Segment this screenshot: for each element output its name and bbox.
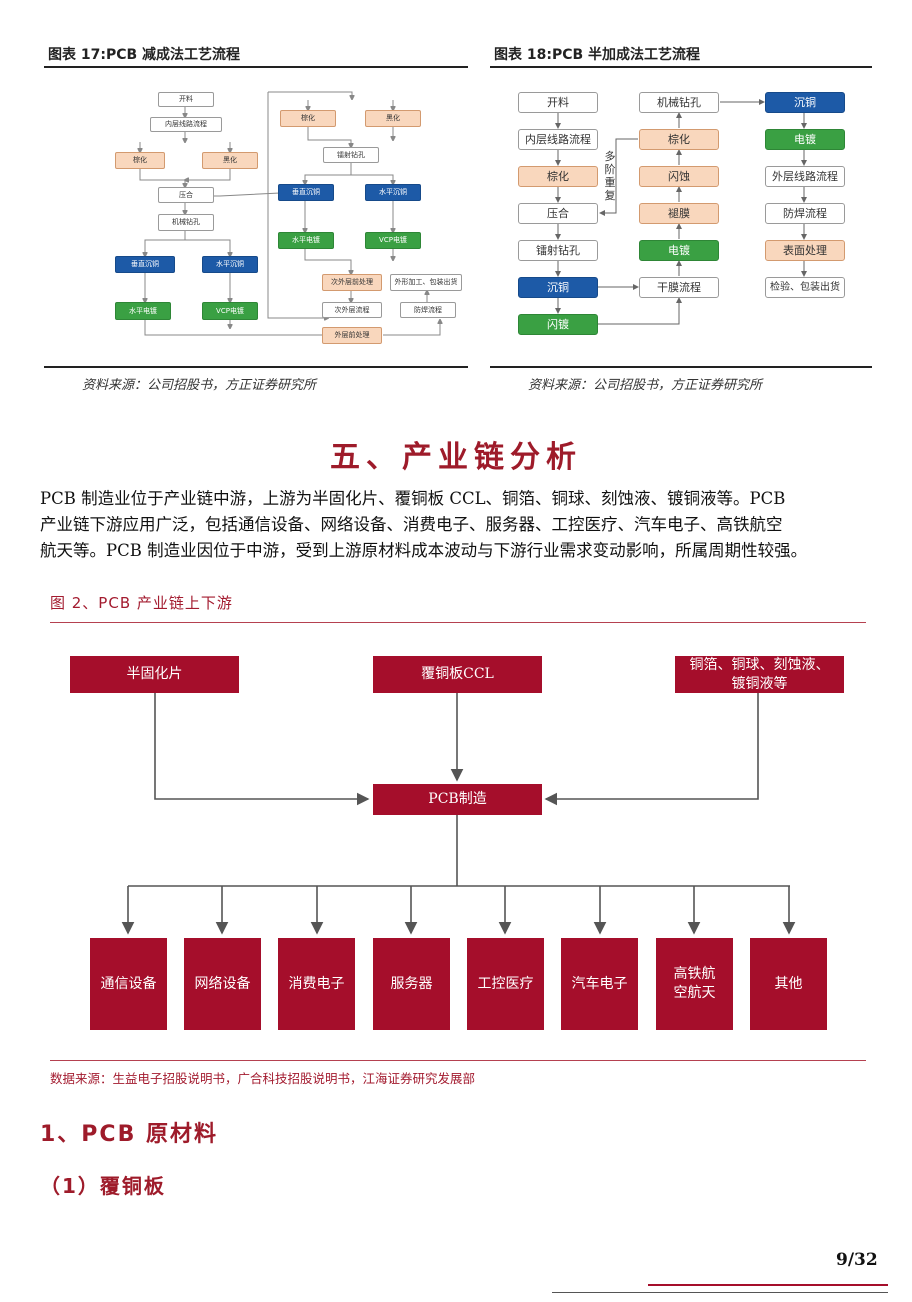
figure-18-title: 图表 18:PCB 半加成法工艺流程 <box>494 47 701 63</box>
flow18-neiceng: 内层线路流程 <box>518 129 598 150</box>
flow-box-shuiping: 水平沉铜 <box>202 256 258 273</box>
flow-box-r-vcp: VCP电镀 <box>365 232 421 249</box>
downstream-box: 消费电子 <box>278 938 355 1030</box>
flow-box-vcp: VCP电镀 <box>202 302 258 320</box>
downstream-box: 服务器 <box>373 938 450 1030</box>
flow-box-chuizhi: 垂直沉铜 <box>115 256 175 273</box>
section-paragraph: PCB 制造业位于产业链中游，上游为半固化片、覆铜板 CCL、铜箔、铜球、刻蚀液… <box>40 486 900 564</box>
footer-rule-gray <box>552 1292 888 1293</box>
flow18-r-chentong: 沉铜 <box>765 92 845 113</box>
flow-box-waixing: 外形加工、包装出货 <box>390 274 462 291</box>
flow-box-neiceng: 内层线路流程 <box>150 117 222 132</box>
figure-2-title: 图 2、PCB 产业链上下游 <box>50 594 233 612</box>
section-heading: 五、产业链分析 <box>330 440 582 475</box>
flow18-r-diandu: 电镀 <box>765 129 845 150</box>
flow18-fanghan: 防焊流程 <box>765 203 845 224</box>
upstream-box: 铜箔、铜球、刻蚀液、镀铜液等 <box>675 656 844 693</box>
figure-17-source: 资料来源：公司招股书，方正证券研究所 <box>82 378 317 393</box>
figure-17-title: 图表 17:PCB 减成法工艺流程 <box>48 47 241 63</box>
page-number: 9/32 <box>836 1250 878 1270</box>
flow18-shanshi: 闪蚀 <box>639 166 719 187</box>
figure-17-top-rule <box>44 66 468 68</box>
paragraph-line: PCB 制造业位于产业链中游，上游为半固化片、覆铜板 CCL、铜箔、铜球、刻蚀液… <box>40 489 786 508</box>
flow-box-r-zonghua: 棕化 <box>280 110 336 127</box>
heading-level-1: 1、PCB 原材料 <box>40 1122 219 1147</box>
flow-box-shuipingdian: 水平电镀 <box>115 302 171 320</box>
flow-box-leishe: 镭射钻孔 <box>323 147 379 163</box>
flow-box-r-shuipingdian: 水平电镀 <box>278 232 334 249</box>
flow18-ganmo: 干膜流程 <box>639 277 719 298</box>
flow-box-waiceng-qian: 外层前处理 <box>322 327 382 344</box>
figure-2-bottom-rule <box>50 1060 866 1061</box>
downstream-box: 其他 <box>750 938 827 1030</box>
center-box-pcb: PCB制造 <box>373 784 542 815</box>
downstream-box: 网络设备 <box>184 938 261 1030</box>
figure-18-source: 资料来源：公司招股书，方正证券研究所 <box>528 378 763 393</box>
footer-rule-red <box>648 1284 888 1286</box>
flow-box-fanghan: 防焊流程 <box>400 302 456 318</box>
flow18-yahe: 压合 <box>518 203 598 224</box>
figure-18-top-rule <box>490 66 872 68</box>
upstream-box: 半固化片 <box>70 656 239 693</box>
flow-box-jixie: 机械钻孔 <box>158 214 214 231</box>
flow-box-kailiao: 开料 <box>158 92 214 107</box>
flow-box-ciwai: 次外层流程 <box>322 302 382 318</box>
flow18-chentong: 沉铜 <box>518 277 598 298</box>
flow18-biaomian: 表面处理 <box>765 240 845 261</box>
upstream-box: 覆铜板CCL <box>373 656 542 693</box>
flow-box-r-chuizhi: 垂直沉铜 <box>278 184 334 201</box>
downstream-box: 通信设备 <box>90 938 167 1030</box>
flow18-jixie: 机械钻孔 <box>639 92 719 113</box>
figure-18-bottom-rule <box>490 366 872 368</box>
flow18-jianyan: 检验、包装出货 <box>765 277 845 298</box>
flow18-zonghua: 棕化 <box>518 166 598 187</box>
heading-level-2: （1）覆铜板 <box>40 1174 166 1198</box>
paragraph-line: 产业链下游应用广泛，包括通信设备、网络设备、消费电子、服务器、工控医疗、汽车电子… <box>40 515 783 534</box>
flow18-tuimo: 褪膜 <box>639 203 719 224</box>
downstream-box: 高铁航空航天 <box>656 938 733 1030</box>
figure-2-source: 数据来源：生益电子招股说明书，广合科技招股说明书，江海证券研究发展部 <box>50 1071 476 1086</box>
figure-18-connectors <box>555 99 807 325</box>
flow-box-r-heihua: 黑化 <box>365 110 421 127</box>
flow18-shandu: 闪镀 <box>518 314 598 335</box>
flow18-waiceng: 外层线路流程 <box>765 166 845 187</box>
flow-box-heihua: 黑化 <box>202 152 258 169</box>
paragraph-line: 航天等。PCB 制造业因位于中游，受到上游原材料成本波动与下游行业需求变动影响，… <box>40 541 808 560</box>
flow-box-r-shuiping: 水平沉铜 <box>365 184 421 201</box>
downstream-box: 汽车电子 <box>561 938 638 1030</box>
flow-box-ciwai-qian: 次外层前处理 <box>322 274 382 291</box>
flow18-m-zonghua: 棕化 <box>639 129 719 150</box>
downstream-box: 工控医疗 <box>467 938 544 1030</box>
figure-17-bottom-rule <box>44 366 468 368</box>
flow-box-yahe: 压合 <box>158 187 214 203</box>
flow18-repeat-label: 多阶重复 <box>604 150 616 202</box>
flow-box-zonghua: 棕化 <box>115 152 165 169</box>
figure-2-top-rule <box>50 622 866 623</box>
flow18-diandu: 电镀 <box>639 240 719 261</box>
flow18-leishe: 镭射钻孔 <box>518 240 598 261</box>
flow18-kailiao: 开料 <box>518 92 598 113</box>
